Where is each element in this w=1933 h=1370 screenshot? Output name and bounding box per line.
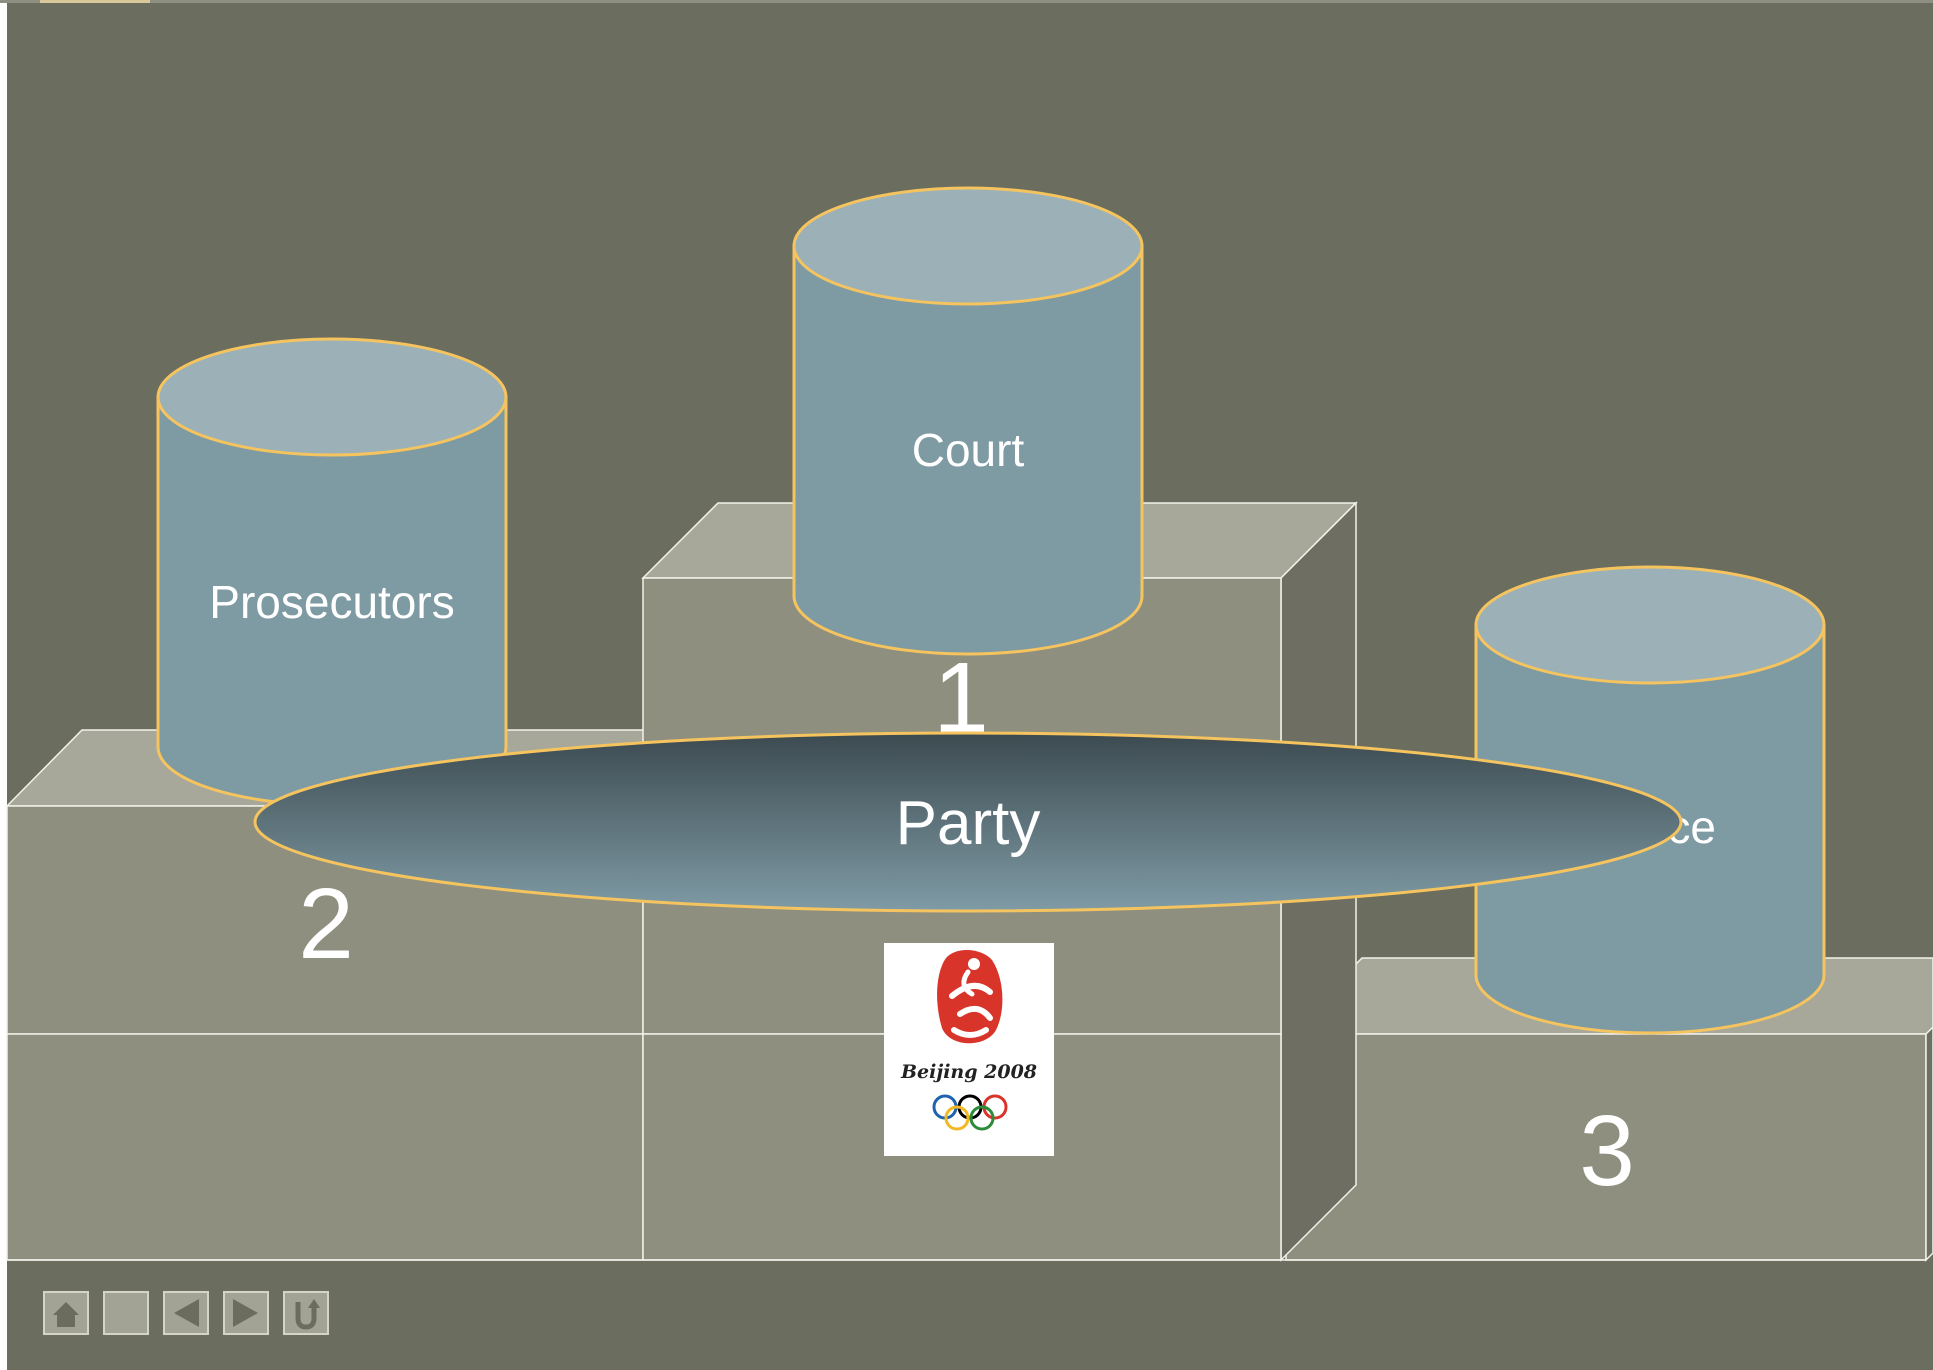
podium-number-2: 2 [298, 868, 354, 980]
logo-emblem [937, 949, 1003, 1044]
cylinder-prosecutors-label: Prosecutors [209, 576, 454, 628]
logo-text: Beijing 2008 [900, 1061, 1037, 1083]
beijing-2008-logo: Beijing 2008 [884, 943, 1054, 1156]
nav-home-button[interactable] [43, 1291, 89, 1335]
next-icon [233, 1299, 258, 1327]
nav-previous-button[interactable] [163, 1291, 209, 1335]
home-icon [53, 1302, 79, 1327]
nav-next-button[interactable] [223, 1291, 269, 1335]
top-corner-mark [40, 0, 150, 3]
cylinder-right-top [1474, 565, 1826, 685]
cylinder-court [792, 186, 1144, 656]
nav-blank-button[interactable] [103, 1291, 149, 1335]
podium-third-side [1925, 1025, 1933, 1262]
cylinder-prosecutors-top [156, 337, 508, 457]
cylinder-prosecutors [156, 337, 508, 807]
cylinder-court-body [792, 244, 1144, 656]
nav-return-button[interactable] [283, 1291, 329, 1335]
party-ellipse [253, 731, 1683, 913]
previous-icon [174, 1299, 199, 1327]
cylinder-court-label: Court [912, 424, 1025, 476]
return-icon [295, 1299, 320, 1330]
podium-third-place [1284, 957, 1933, 1262]
cylinder-court-top [792, 186, 1144, 306]
slide-left-border [0, 0, 7, 1370]
nav-bar [43, 1291, 329, 1335]
podium-number-3: 3 [1579, 1095, 1635, 1207]
olympic-rings [932, 1094, 1008, 1131]
podium-third-front [1285, 1033, 1927, 1261]
slide-top-border [0, 0, 1933, 3]
party-label: Party [896, 789, 1041, 858]
podium-second-front-lower [6, 1033, 644, 1261]
